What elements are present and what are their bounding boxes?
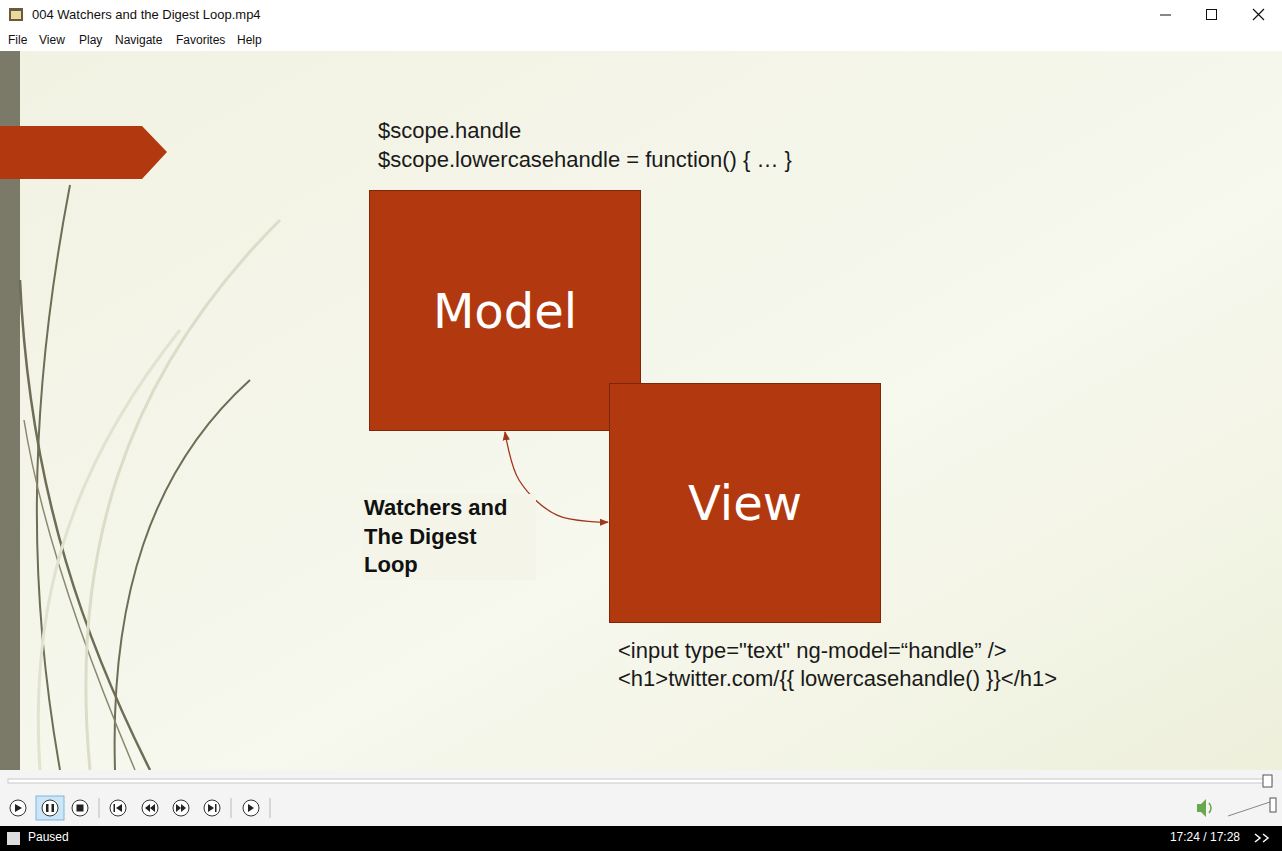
status-text: Paused	[28, 830, 69, 844]
edge-label: Watchers and The Digest Loop	[362, 494, 536, 580]
menu-bar	[0, 30, 1282, 51]
separator	[231, 798, 232, 818]
volume-slider	[1228, 800, 1276, 816]
next-glyph	[208, 804, 214, 812]
next-button	[204, 800, 220, 816]
status-bar	[0, 826, 1282, 851]
prev-glyph	[116, 804, 122, 812]
code-line: $scope.handle	[378, 118, 521, 144]
status-glyph	[1255, 834, 1268, 842]
stop-button	[72, 800, 88, 816]
volume-thumb	[1270, 798, 1276, 812]
forward-button	[173, 800, 189, 816]
rewind-button	[142, 800, 158, 816]
forward-glyph	[176, 804, 181, 812]
grass-line	[37, 185, 70, 770]
forward-glyph	[181, 804, 186, 812]
stop-glyph	[77, 805, 84, 812]
frame-glyph	[248, 804, 254, 812]
rewind-glyph	[145, 804, 150, 812]
play-button	[10, 800, 26, 816]
control-bar	[0, 770, 1282, 826]
button-glyphs	[15, 804, 254, 812]
seek-bar	[8, 779, 1272, 783]
code-line: <h1>twitter.com/{{ lowercasehandle() }}<…	[618, 666, 1057, 692]
slide-ground	[0, 51, 1282, 770]
status-icon	[7, 832, 20, 845]
window-title: 004 Watchers and the Digest Loop.mp4	[32, 7, 261, 23]
pressed-highlight	[36, 796, 64, 820]
menu-item: Help	[237, 33, 262, 47]
pause-button	[42, 800, 58, 816]
prev-glyph	[114, 804, 116, 812]
minimize-button	[1160, 15, 1171, 16]
separator	[99, 798, 100, 818]
maximize-button	[1207, 10, 1217, 20]
frame-button	[243, 800, 259, 816]
grass-line	[86, 220, 280, 770]
pause-glyph	[46, 804, 49, 812]
title-bar	[0, 0, 1282, 30]
pause-glyph	[52, 804, 55, 812]
view-box: View	[609, 383, 881, 623]
close-button	[1253, 9, 1264, 20]
control-buttons	[10, 796, 259, 820]
grass-decoration	[20, 185, 280, 770]
app-icon-inner	[11, 11, 21, 19]
time-display: 17:24 / 17:28	[1170, 830, 1240, 844]
menu-item: View	[39, 33, 65, 47]
play-glyph	[15, 804, 22, 812]
code-line: $scope.lowercasehandle = function() { … …	[378, 147, 792, 173]
app-icon	[9, 8, 23, 21]
seek-thumb	[1263, 775, 1272, 787]
menu-item: Navigate	[115, 33, 162, 47]
node-title: Model	[433, 283, 577, 339]
title-tab	[0, 126, 167, 179]
grass-line	[38, 330, 180, 770]
rewind-glyph	[150, 804, 155, 812]
prev-button	[110, 800, 126, 816]
node-title: View	[688, 475, 802, 531]
menu-item: Play	[79, 33, 102, 47]
model-box: Model	[369, 190, 641, 431]
next-glyph	[215, 804, 217, 812]
grass-line	[115, 380, 250, 770]
volume-icon	[1197, 799, 1206, 817]
menu-item: File	[8, 33, 27, 47]
separator	[270, 798, 271, 818]
code-line: <input type="text" ng-model=“handle” />	[618, 638, 1007, 664]
menu-item: Favorites	[176, 33, 225, 47]
volume-icon	[1209, 803, 1211, 813]
